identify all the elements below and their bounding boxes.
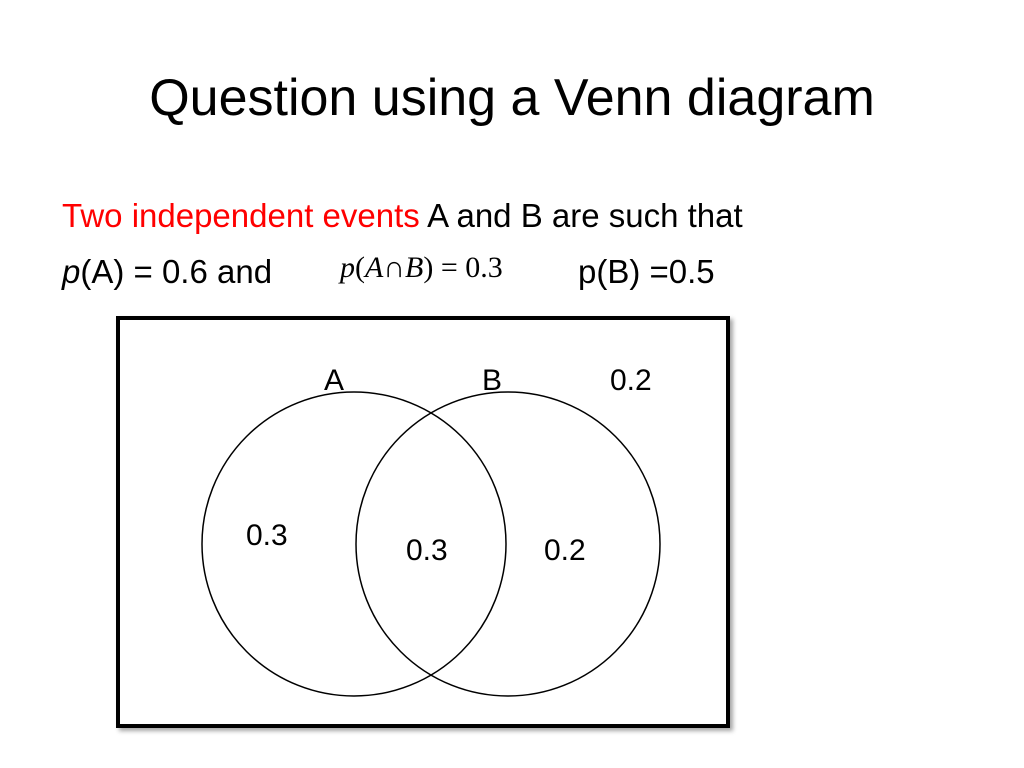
formula-a: A — [365, 251, 384, 284]
formula-open-paren: ( — [355, 251, 365, 284]
pb-statement: p(B) =0.5 — [578, 253, 715, 290]
p-letter: p — [62, 253, 81, 290]
intersection-formula: p(A∩B) = 0.3 — [340, 250, 503, 286]
circle-b — [355, 391, 661, 697]
problem-line-2: p(A) = 0.6 and — [62, 252, 272, 292]
formula-cap: ∩ — [383, 251, 405, 284]
formula-close-paren: ) — [423, 251, 434, 284]
formula-b: B — [405, 251, 424, 284]
formula-p: p — [340, 251, 355, 284]
events-description-text: A and B are such that — [419, 197, 743, 234]
slide-title: Question using a Venn diagram — [149, 69, 875, 127]
formula-equals: = 0.3 — [433, 251, 503, 284]
independent-events-text: Two independent events — [62, 197, 420, 234]
a-only-value: 0.3 — [246, 519, 288, 552]
b-only-value: 0.2 — [544, 534, 586, 567]
intersection-value: 0.3 — [406, 534, 448, 567]
problem-line-1: Two independent events A and B are such … — [62, 196, 743, 236]
circle-a — [201, 391, 507, 697]
universal-set-rectangle — [116, 316, 730, 728]
label-a: A — [324, 364, 344, 397]
outside-value: 0.2 — [610, 364, 652, 397]
label-b: B — [482, 364, 502, 397]
pa-statement: (A) = 0.6 and — [80, 253, 273, 290]
